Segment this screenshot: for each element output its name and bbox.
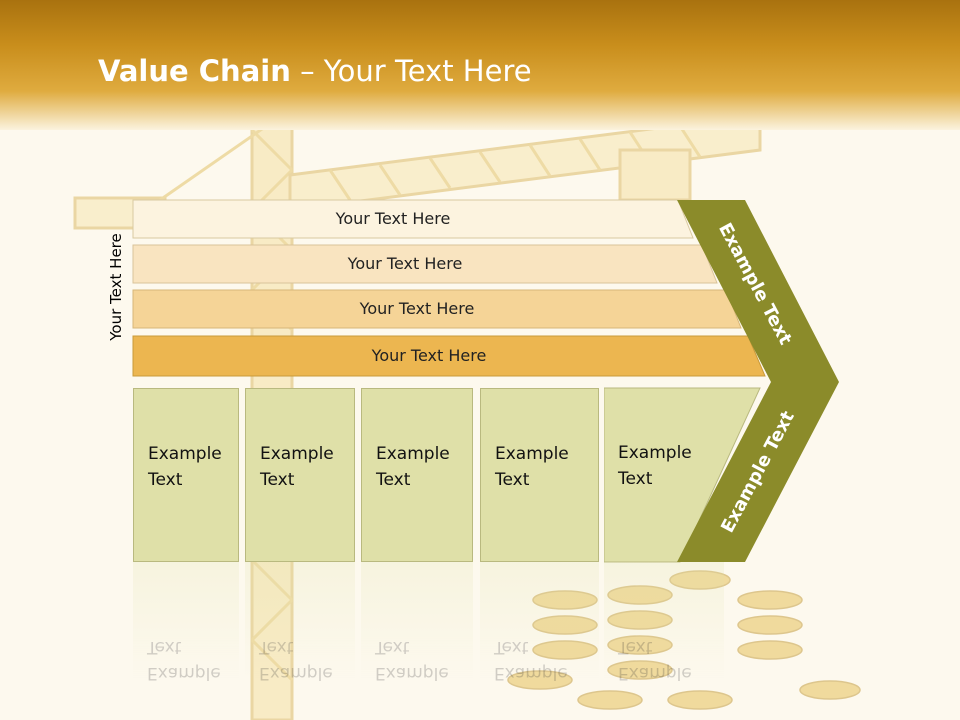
bar-2: Your Text Here — [132, 244, 718, 284]
side-label: Your Text Here — [107, 233, 125, 341]
bar-1-label: Your Text Here — [335, 209, 451, 228]
box-5-line2: Text — [618, 469, 653, 489]
box-5-line1: Example — [618, 443, 692, 463]
bar-3: Your Text Here — [132, 289, 742, 329]
bar-3-label: Your Text Here — [359, 299, 475, 318]
box-1-line1: Example — [148, 444, 222, 464]
chevron-arrow — [677, 200, 839, 562]
bar-4-label: Your Text Here — [371, 346, 487, 365]
bar-4: Your Text Here — [132, 335, 766, 377]
title-bold: Value Chain — [98, 54, 291, 88]
box-2-line2: Text — [260, 470, 295, 490]
box-3-line1: Example — [376, 444, 450, 464]
title-rest: – Your Text Here — [290, 54, 532, 88]
bar-1: Your Text Here — [132, 199, 694, 239]
box-3-line2: Text — [376, 470, 411, 490]
page-title: Value Chain – Your Text Here — [98, 54, 532, 88]
box-4-line1: Example — [495, 444, 569, 464]
bar-2-label: Your Text Here — [347, 254, 463, 273]
box-2-line1: Example — [260, 444, 334, 464]
box-1-line2: Text — [148, 470, 183, 490]
box-4-line2: Text — [495, 470, 530, 490]
header-band — [0, 0, 960, 130]
